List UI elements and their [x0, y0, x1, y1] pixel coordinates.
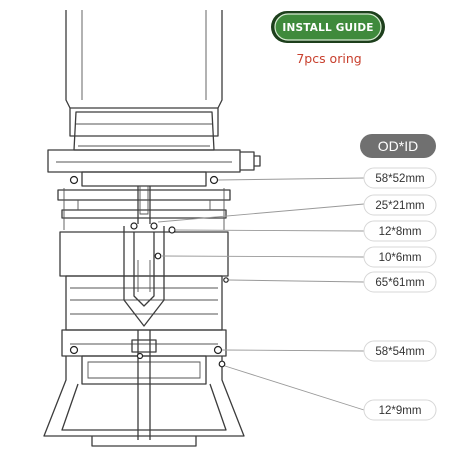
- size-text-25x21: 25*21mm: [375, 200, 424, 212]
- size-labels: 58*52mm 25*21mm 12*8mm 10*6mm 65*61mm 58…: [363, 167, 437, 421]
- leader-line-58x54: [221, 349, 365, 352]
- oring-marker-25x21-left: [130, 222, 138, 230]
- subtitle: 7pcs oring: [296, 51, 361, 66]
- size-label-58x54: 58*54mm: [363, 340, 437, 362]
- size-label-25x21: 25*21mm: [363, 194, 437, 216]
- assembly-drawing: [43, 10, 261, 447]
- size-label-65x61: 65*61mm: [363, 271, 437, 293]
- leader-line-58x52: [217, 177, 365, 181]
- oring-marker-12x8: [168, 226, 176, 234]
- size-text-12x9: 12*9mm: [379, 405, 422, 417]
- oring-marker-65x61: [223, 277, 229, 283]
- size-text-58x54: 58*54mm: [375, 346, 424, 358]
- size-text-65x61: 65*61mm: [375, 277, 424, 289]
- oring-marker-10x6: [154, 252, 162, 260]
- oring-marker-25x21-right: [150, 222, 158, 230]
- size-label-10x6: 10*6mm: [363, 246, 437, 268]
- size-text-58x52: 58*52mm: [375, 173, 424, 185]
- leader-line-65x61: [228, 279, 365, 283]
- oring-marker-58x52-right: [209, 175, 219, 185]
- size-label-12x9: 12*9mm: [363, 399, 437, 421]
- leader-line-12x9: [224, 365, 365, 411]
- install-guide-badge: INSTALL GUIDE: [271, 11, 385, 43]
- size-label-12x8: 12*8mm: [363, 220, 437, 242]
- oring-marker-58x52-left: [69, 175, 79, 185]
- leader-line-10x6: [161, 255, 365, 258]
- oring-marker-58x54-right: [213, 345, 223, 355]
- size-text-10x6: 10*6mm: [379, 252, 422, 264]
- oring-marker-58x54-left: [69, 345, 79, 355]
- od-id-label: OD*ID: [378, 138, 418, 154]
- leader-line-12x8: [175, 229, 365, 232]
- oring-markers: [69, 175, 229, 368]
- od-id-header: OD*ID: [360, 134, 436, 158]
- badge-label: INSTALL GUIDE: [282, 22, 373, 34]
- oring-marker-12x9-right: [218, 360, 226, 368]
- size-label-58x52: 58*52mm: [363, 167, 437, 189]
- oring-marker-12x9-left: [136, 352, 144, 360]
- leader-lines: [157, 177, 365, 411]
- leader-line-25x21: [157, 203, 365, 223]
- size-text-12x8: 12*8mm: [379, 226, 422, 238]
